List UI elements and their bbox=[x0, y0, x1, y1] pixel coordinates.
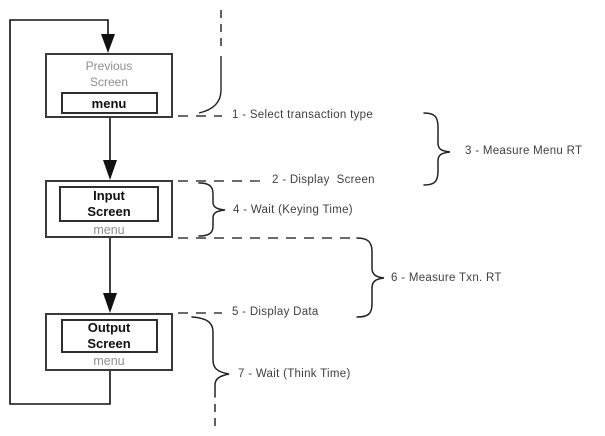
node-title-line: Previous bbox=[85, 59, 133, 73]
menu-bar: menu bbox=[60, 92, 158, 114]
arrowhead-into-input-icon bbox=[103, 160, 117, 180]
node-title-line: Output bbox=[87, 320, 131, 335]
arrow-previous-to-input bbox=[103, 118, 117, 180]
node-title-line: Screen bbox=[87, 204, 131, 219]
flow-node-output-screen: Output Screen menu bbox=[45, 313, 173, 371]
screen-title-box: Input Screen bbox=[59, 186, 159, 222]
annotation-step7-wait-think-time: 7 - Wait (Think Time) bbox=[238, 368, 351, 380]
feedback-loop-line bbox=[9, 19, 111, 405]
annotation-step2-display-screen: 2 - Display Screen bbox=[272, 174, 375, 186]
arrowhead-into-previous-icon bbox=[101, 34, 115, 53]
flow-node-previous-screen: Previous Screen menu bbox=[45, 53, 173, 118]
menu-label: menu bbox=[93, 223, 125, 237]
node-title-line: Input bbox=[93, 188, 125, 203]
brace-measure-txn-rt bbox=[356, 237, 385, 318]
brace-wait-keying-time bbox=[198, 182, 226, 237]
annotation-step4-wait-keying-time: 4 - Wait (Keying Time) bbox=[233, 204, 353, 216]
annotation-step1-select-transaction-type: 1 - Select transaction type bbox=[232, 109, 374, 121]
annotation-step3-measure-menu-rt: 3 - Measure Menu RT bbox=[465, 145, 583, 157]
brace-wait-think-time bbox=[191, 316, 230, 398]
brace-measure-menu-rt bbox=[423, 112, 451, 186]
node-title-line: Screen bbox=[87, 336, 131, 351]
flow-node-input-screen: Input Screen menu bbox=[45, 180, 173, 238]
annotation-step6-measure-txn-rt: 6 - Measure Txn. RT bbox=[391, 272, 502, 284]
screen-title-box: Output Screen bbox=[60, 319, 158, 353]
menu-label: menu bbox=[93, 354, 125, 368]
annotation-step5-display-data: 5 - Display Data bbox=[232, 306, 319, 318]
arrowhead-into-output-icon bbox=[103, 293, 117, 313]
node-title-line: Screen bbox=[89, 75, 129, 89]
feedback-loop bbox=[9, 19, 115, 405]
curve-timeline-to-step1 bbox=[198, 56, 222, 114]
arrow-input-to-output bbox=[103, 238, 117, 313]
